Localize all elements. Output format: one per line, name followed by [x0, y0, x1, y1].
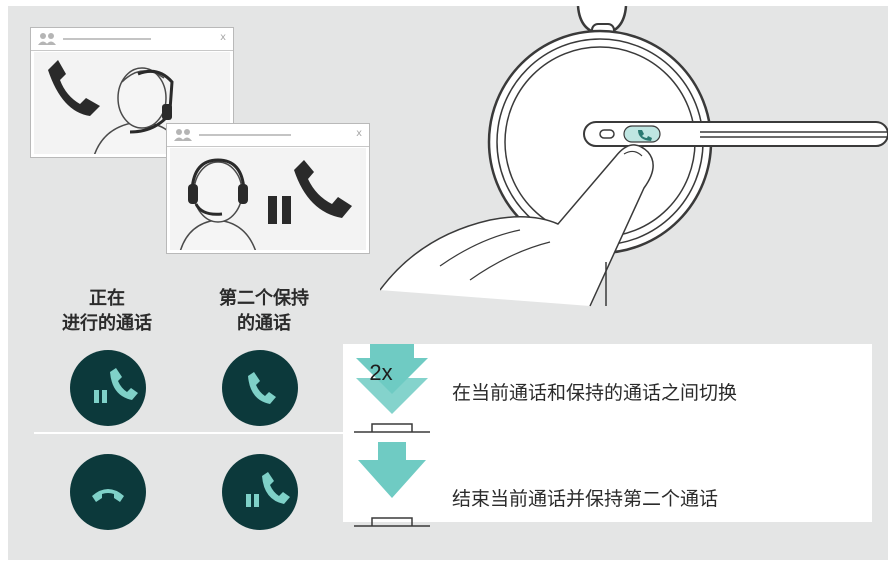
people-icon: [38, 33, 56, 45]
row2-description: 结束当前通话并保持第二个通话: [452, 488, 719, 510]
hold-call-icon-row2-held: [222, 454, 298, 530]
held-call-illustration: [179, 158, 352, 250]
window-title-placeholder: [199, 134, 291, 136]
people-icon: [174, 129, 192, 141]
pause-icon: [268, 196, 277, 224]
window-title-bar: x: [167, 124, 369, 147]
phone-handset-icon: [48, 60, 100, 116]
column-heading-active-call: 正在 进行的通话: [62, 288, 152, 334]
column-heading-held-call: 第二个保持 的通话: [219, 288, 309, 334]
window-title-placeholder: [63, 38, 151, 40]
row1-description: 在当前通话和保持的通话之间切换: [452, 382, 738, 404]
window-title-bar: x: [31, 28, 233, 51]
press-count-label: 2x: [369, 360, 393, 385]
window-close-icon: x: [356, 128, 362, 139]
single-press-icon: [354, 442, 430, 527]
window-close-icon: x: [220, 32, 226, 43]
held-call-scene: [170, 148, 366, 250]
double-press-icon: [354, 344, 430, 433]
finger-pressing: [380, 144, 654, 307]
phone-handset-icon: [294, 160, 352, 218]
headset-illustration: [380, 6, 888, 307]
end-call-icon-row2-active: [70, 454, 146, 530]
held-call-window: x: [166, 123, 370, 254]
row-divider: [34, 432, 872, 434]
phone-icon-row1-held: [222, 350, 298, 426]
hold-call-icon-row1-active: [70, 350, 146, 426]
